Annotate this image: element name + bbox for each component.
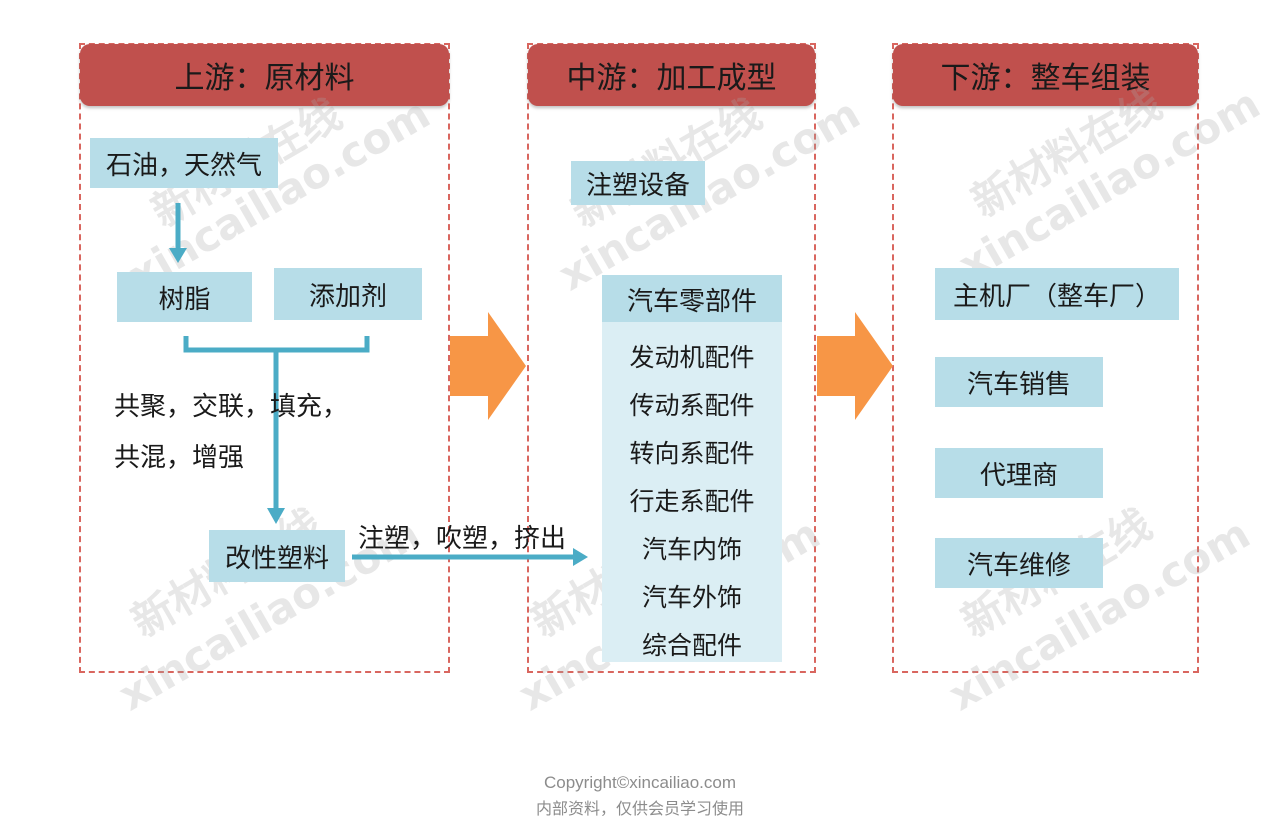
car-sales-box: 汽车销售 <box>935 357 1103 407</box>
raw-to-resin-arrowhead <box>169 248 187 263</box>
merge-arrowhead <box>267 508 285 524</box>
resin-label: 树脂 <box>158 284 211 315</box>
resin-box: 树脂 <box>117 272 252 322</box>
footer-copyright: Copyright©xincailiao.com <box>543 773 737 792</box>
list-item: 发动机配件 <box>629 343 755 372</box>
modified-plastic-box: 改性塑料 <box>209 530 345 582</box>
modified-plastic-label: 改性塑料 <box>224 543 329 574</box>
oem-box: 主机厂（整车厂） <box>935 268 1179 320</box>
midstream-title: 中游：加工成型 <box>566 61 777 96</box>
downstream-header: 下游：整车组装 <box>893 44 1198 106</box>
oem-label: 主机厂（整车厂） <box>952 281 1161 312</box>
raw-material-box: 石油，天然气 <box>90 138 278 188</box>
car-sales-label: 汽车销售 <box>966 369 1071 400</box>
additive-box: 添加剂 <box>274 268 422 320</box>
midstream-to-downstream-arrow <box>817 312 893 420</box>
midstream-header: 中游：加工成型 <box>528 44 815 106</box>
upstream-to-midstream-arrow <box>450 312 526 420</box>
upstream-title: 上游：原材料 <box>174 61 355 96</box>
car-repair-label: 汽车维修 <box>966 550 1071 581</box>
agent-label: 代理商 <box>979 460 1058 491</box>
list-item: 汽车外饰 <box>641 583 742 612</box>
process-arrowhead <box>573 548 588 566</box>
footer-notice: 内部资料，仅供会员学习使用 <box>535 799 744 818</box>
list-item: 汽车内饰 <box>641 535 742 564</box>
downstream-title: 下游：整车组装 <box>940 61 1151 96</box>
list-item: 传动系配件 <box>629 391 755 420</box>
additive-label: 添加剂 <box>308 281 387 312</box>
parts-list: 发动机配件 传动系配件 转向系配件 行走系配件 汽车内饰 汽车外饰 综合配件 <box>602 322 782 662</box>
parts-header-label: 汽车零部件 <box>626 286 757 317</box>
list-item: 转向系配件 <box>629 439 755 468</box>
list-item: 行走系配件 <box>629 487 755 516</box>
connector-label: 注塑，吹塑，挤出 <box>358 524 567 554</box>
parts-header-box: 汽车零部件 <box>602 275 782 323</box>
upstream-header: 上游：原材料 <box>80 44 449 106</box>
equipment-label: 注塑设备 <box>585 170 690 201</box>
merge-bracket <box>183 336 370 353</box>
agent-box: 代理商 <box>935 448 1103 498</box>
process-text-line2: 共混，增强 <box>114 443 245 473</box>
raw-material-label: 石油，天然气 <box>105 150 262 181</box>
list-item: 综合配件 <box>641 631 742 660</box>
car-repair-box: 汽车维修 <box>935 538 1103 588</box>
equipment-box: 注塑设备 <box>571 161 705 205</box>
process-text-line1: 共聚，交联，填充， <box>114 392 349 422</box>
